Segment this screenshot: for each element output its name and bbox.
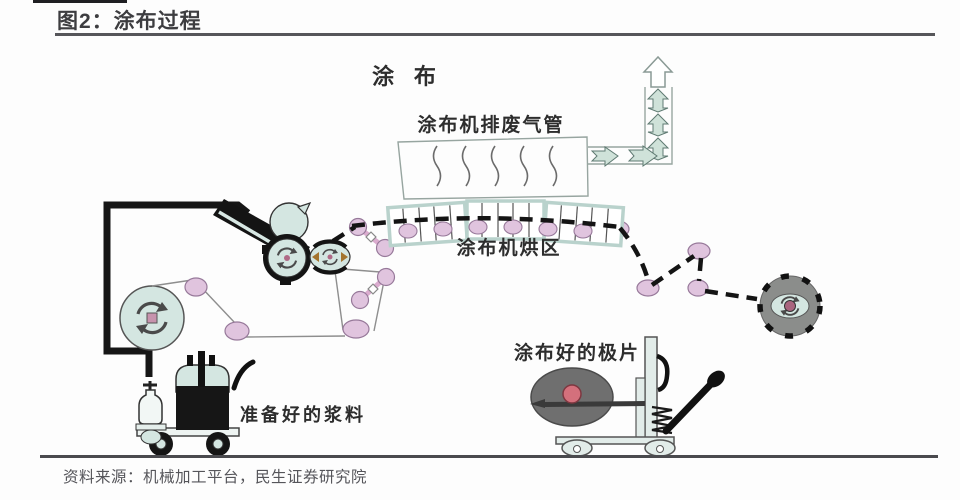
coating-head [213, 199, 351, 285]
pump-bottle [138, 389, 163, 425]
oven-roller [468, 219, 488, 235]
label-prepared-slurry: 准备好的浆料 [240, 404, 366, 426]
lift-spring [651, 405, 673, 435]
guide-roller [687, 279, 709, 297]
lift-handle [662, 380, 715, 435]
web-dashed-line [331, 215, 758, 302]
lift-hook [656, 353, 670, 393]
lift-wheel-hub [656, 445, 664, 453]
exhaust-out-arrow-icon [642, 55, 674, 88]
coated-roll-core [562, 384, 582, 404]
right-arrow-icon [627, 145, 658, 167]
backing-roll-core [327, 254, 333, 260]
source-note: 资料来源：机械加工平台，民生证券研究院 [63, 469, 368, 486]
up-arrow-icon [646, 88, 670, 113]
cart-handle [231, 359, 256, 391]
coating-roll-ring [263, 234, 311, 282]
label-coated-electrode: 涂布好的极片 [514, 341, 640, 364]
right-arrow-icon [590, 146, 619, 168]
lift-handle-grip [707, 370, 725, 388]
label-exhaust-pipe: 涂布机排废气管 [417, 113, 564, 136]
winder-roll [757, 273, 823, 339]
label-drying-zone: 涂布机烘区 [456, 236, 561, 259]
lift-fork [530, 399, 645, 408]
guide-roller [184, 277, 208, 297]
title-divider [55, 33, 935, 36]
exhaust-duct [588, 55, 674, 168]
oven-roller [398, 223, 418, 239]
heat-wave [432, 145, 442, 187]
heat-wave [490, 145, 500, 187]
coater-tab [280, 280, 291, 285]
winder-wound-web [757, 273, 823, 339]
pallet-lift [530, 336, 725, 457]
footer-divider [40, 455, 938, 458]
unwind-roll-core [146, 312, 158, 324]
unwind-roll [119, 285, 185, 351]
slurry-supply-notch [296, 201, 312, 216]
oven-roller [538, 221, 558, 237]
backing-roll-arrow [341, 252, 348, 262]
heat-waves [432, 145, 558, 187]
heat-wave [548, 145, 558, 187]
tank-port [187, 355, 193, 366]
dancer-link-joint [367, 283, 379, 295]
conveyor-segment [385, 200, 470, 248]
lift-base [555, 436, 675, 445]
tank-agitator-shaft [198, 351, 205, 387]
backing-roll-rim [312, 239, 348, 249]
up-arrow-icon [646, 113, 670, 137]
top-accent-bar [33, 0, 127, 3]
guide-roller [350, 290, 370, 310]
guide-roller [342, 319, 370, 339]
oven-roller [573, 223, 593, 239]
winder-core [784, 300, 796, 312]
guide-roller [224, 321, 250, 341]
slurry-pump [135, 381, 167, 445]
heat-wave [461, 145, 471, 187]
oven-box [397, 136, 589, 200]
slurry-cart [135, 351, 256, 456]
coater-tab [262, 245, 267, 254]
tank-port [209, 355, 215, 366]
heat-wave [519, 145, 529, 187]
tension-dancer-lower [350, 267, 396, 310]
diagram-title: 涂 布 [372, 64, 442, 90]
pump-roller [140, 429, 162, 445]
lift-inner-rail [635, 377, 646, 439]
dancer-link-joint [365, 231, 377, 243]
slurry-feed-pipe [103, 201, 251, 377]
pump-stand [135, 423, 167, 431]
backing-roll-rim [312, 265, 348, 275]
coating-roll-core [284, 255, 290, 261]
backing-roll-arrow [312, 252, 319, 262]
oven-roller [503, 219, 523, 235]
cart-wheel-hub [212, 438, 224, 450]
guide-roller [376, 267, 396, 287]
slurry-tank-body [176, 386, 229, 430]
lift-wheel-hub [573, 445, 581, 453]
oven-roller [433, 221, 453, 237]
figure-title: 图2：涂布过程 [57, 10, 202, 33]
